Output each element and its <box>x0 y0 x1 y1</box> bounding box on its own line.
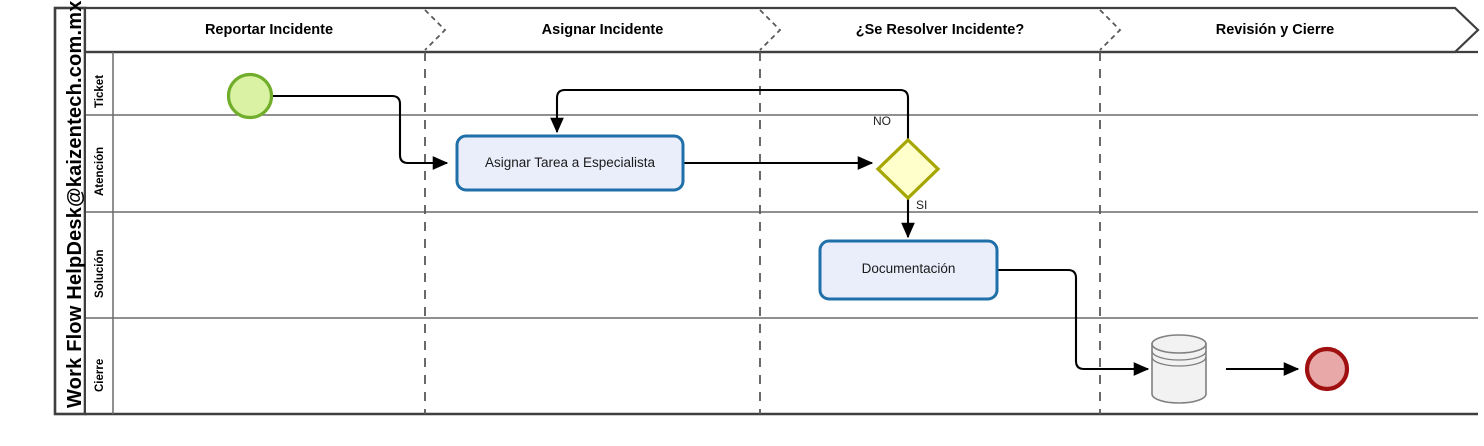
lane-label-solucion: Solución <box>94 249 106 298</box>
lane-label-ticket: Ticket <box>94 74 106 108</box>
lane-label-atencion: Atención <box>94 146 106 196</box>
phase-header-asignar-incidente: Asignar Incidente <box>541 22 664 38</box>
lane-label-column <box>85 52 113 414</box>
phase-header-reportar-incidente: Reportar Incidente <box>204 22 334 38</box>
phase-divider-chevron-2 <box>759 9 782 51</box>
edge-label-no: NO <box>873 114 891 128</box>
phase-dividers <box>424 9 1122 414</box>
end-event[interactable] <box>1304 346 1350 392</box>
lane-separators <box>84 8 1478 416</box>
phase-header-se-resolver-incidente: ¿Se Resolver Incidente? <box>855 22 1025 38</box>
gateway-se-resolvio[interactable] <box>875 137 941 201</box>
task-asignar-tarea-label: Asignar Tarea a Especialista <box>484 155 656 170</box>
lane-label-cierre: Cierre <box>94 358 106 392</box>
pool-title: Work Flow HelpDesk@kaizentech.com.mx <box>64 0 86 408</box>
data-store-icon[interactable] <box>1151 334 1207 404</box>
flow-start-to-assign <box>272 94 449 170</box>
flow-doc-to-datastore <box>997 268 1150 376</box>
phase-divider-chevron-3 <box>1099 9 1122 51</box>
flow-gateway-no-loop <box>550 88 910 140</box>
task-asignar-tarea[interactable] <box>455 134 685 192</box>
phase-divider-chevron-1 <box>424 9 447 51</box>
task-documentacion-label: Documentación <box>861 261 956 276</box>
start-event[interactable] <box>226 72 274 120</box>
task-documentacion[interactable] <box>818 239 999 301</box>
pool-title-band <box>53 6 87 416</box>
phase-header-revision-y-cierre: Revisión y Cierre <box>1215 22 1335 38</box>
sequence-flows <box>272 88 1300 376</box>
edge-label-si: SI <box>916 198 928 212</box>
